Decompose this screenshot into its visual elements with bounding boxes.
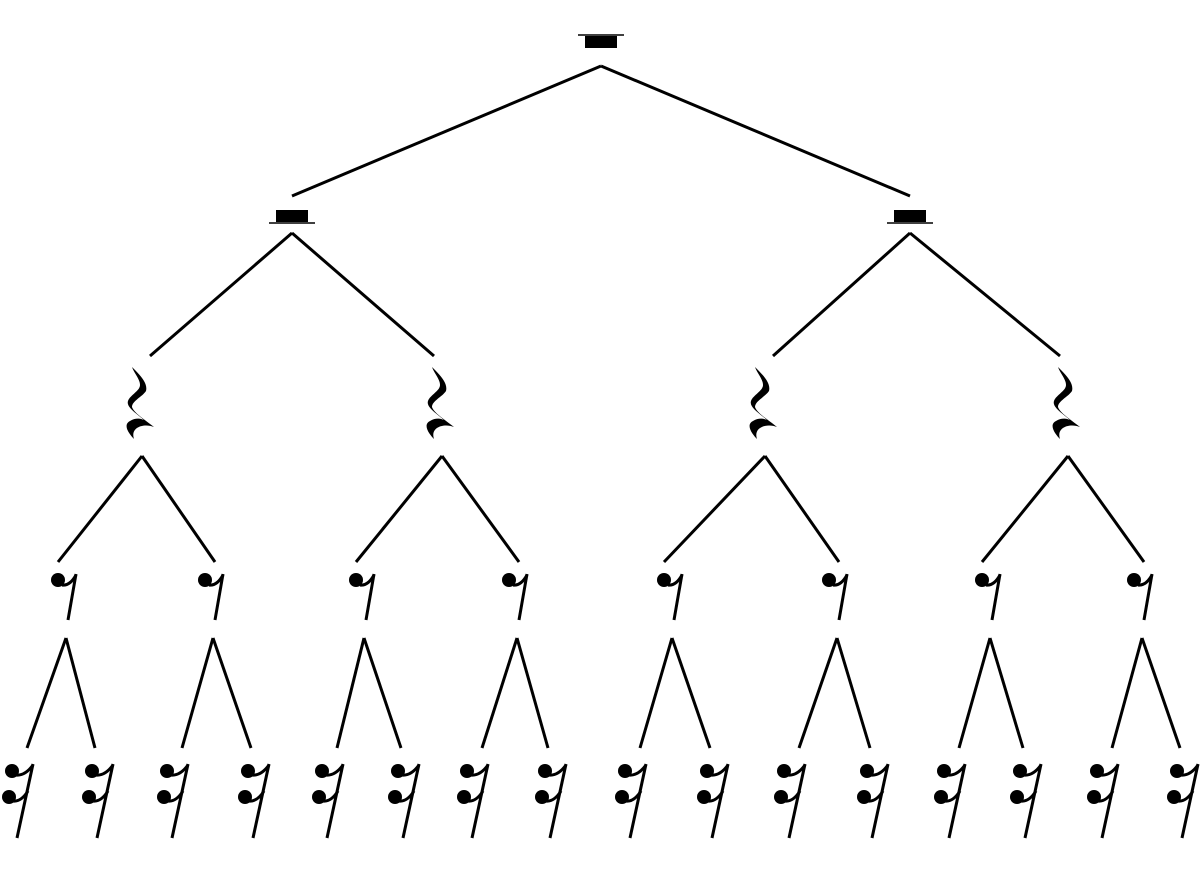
sixteenth-rest-node-level5-7 (457, 763, 490, 839)
edge-level4-8-right (1140, 637, 1182, 749)
half-rest-node-level1-1 (578, 34, 624, 48)
eighth-rest-node-level4-6 (822, 573, 849, 621)
edge-level4-7-right (988, 637, 1025, 749)
edge-level1-1-right (600, 64, 911, 198)
edge-level4-3-right (362, 637, 403, 749)
edge-level4-5-left (638, 637, 674, 749)
edge-level4-6-right (835, 637, 872, 749)
edge-level4-6-left (797, 637, 839, 749)
edge-level4-2-left (180, 637, 215, 749)
edge-level3-4-left (980, 455, 1070, 563)
eighth-rest-node-level4-2 (198, 573, 225, 621)
edge-level2-2-left (771, 231, 912, 358)
eighth-rest-node-level4-1 (51, 573, 78, 621)
half-rest-node-level2-1 (269, 210, 315, 224)
sixteenth-rest-node-level5-8 (535, 763, 568, 839)
sixteenth-rest-node-level5-12 (857, 763, 890, 839)
sixteenth-rest-node-level5-4 (238, 763, 271, 839)
half-rest-node-level2-2 (887, 210, 933, 224)
edge-level4-7-left (957, 637, 992, 749)
edge-level2-1-right (291, 231, 435, 358)
edge-level2-1-left (149, 231, 293, 358)
sixteenth-rest-node-level5-11 (774, 763, 807, 839)
eighth-rest-node-level4-8 (1127, 573, 1154, 621)
sixteenth-rest-node-level5-6 (388, 763, 421, 839)
edge-level1-1-left (291, 64, 602, 198)
quarter-rest-node-level3-2 (426, 367, 454, 439)
edge-level4-8-left (1110, 637, 1144, 749)
edge-level2-2-right (909, 231, 1061, 358)
edge-level4-1-right (64, 637, 97, 749)
eighth-rest-node-level4-7 (975, 573, 1002, 621)
eighth-rest-node-level4-5 (657, 573, 684, 621)
tree-edges (25, 64, 1182, 749)
sixteenth-rest-node-level5-13 (934, 763, 967, 839)
edge-level3-1-right (140, 455, 217, 563)
edge-level3-1-left (56, 455, 144, 563)
edge-level3-3-right (763, 455, 841, 563)
edge-level4-2-right (211, 637, 253, 749)
edge-level4-4-left (480, 637, 519, 749)
edge-level3-3-left (662, 454, 767, 564)
edge-level3-2-right (440, 455, 521, 563)
edge-level4-4-right (515, 637, 550, 749)
sixteenth-rest-node-level5-15 (1087, 763, 1120, 839)
edge-level4-1-left (25, 637, 68, 749)
edge-level3-4-right (1066, 455, 1146, 563)
sixteenth-rest-node-level5-16 (1167, 763, 1200, 839)
sixteenth-rest-node-level5-10 (697, 763, 730, 839)
sixteenth-rest-node-level5-2 (82, 763, 115, 839)
sixteenth-rest-node-level5-9 (615, 763, 648, 839)
tree-nodes (2, 34, 1200, 839)
eighth-rest-node-level4-3 (349, 573, 376, 621)
sixteenth-rest-node-level5-14 (1010, 763, 1043, 839)
edge-level4-3-left (335, 637, 366, 749)
edge-level4-5-right (670, 637, 712, 749)
sixteenth-rest-node-level5-3 (157, 763, 190, 839)
eighth-rest-node-level4-4 (502, 573, 529, 621)
quarter-rest-node-level3-3 (749, 367, 777, 439)
edge-level3-2-left (354, 455, 444, 563)
quarter-rest-node-level3-4 (1052, 367, 1080, 439)
quarter-rest-node-level3-1 (126, 367, 154, 439)
sixteenth-rest-node-level5-1 (2, 763, 35, 839)
sixteenth-rest-node-level5-5 (312, 763, 345, 839)
